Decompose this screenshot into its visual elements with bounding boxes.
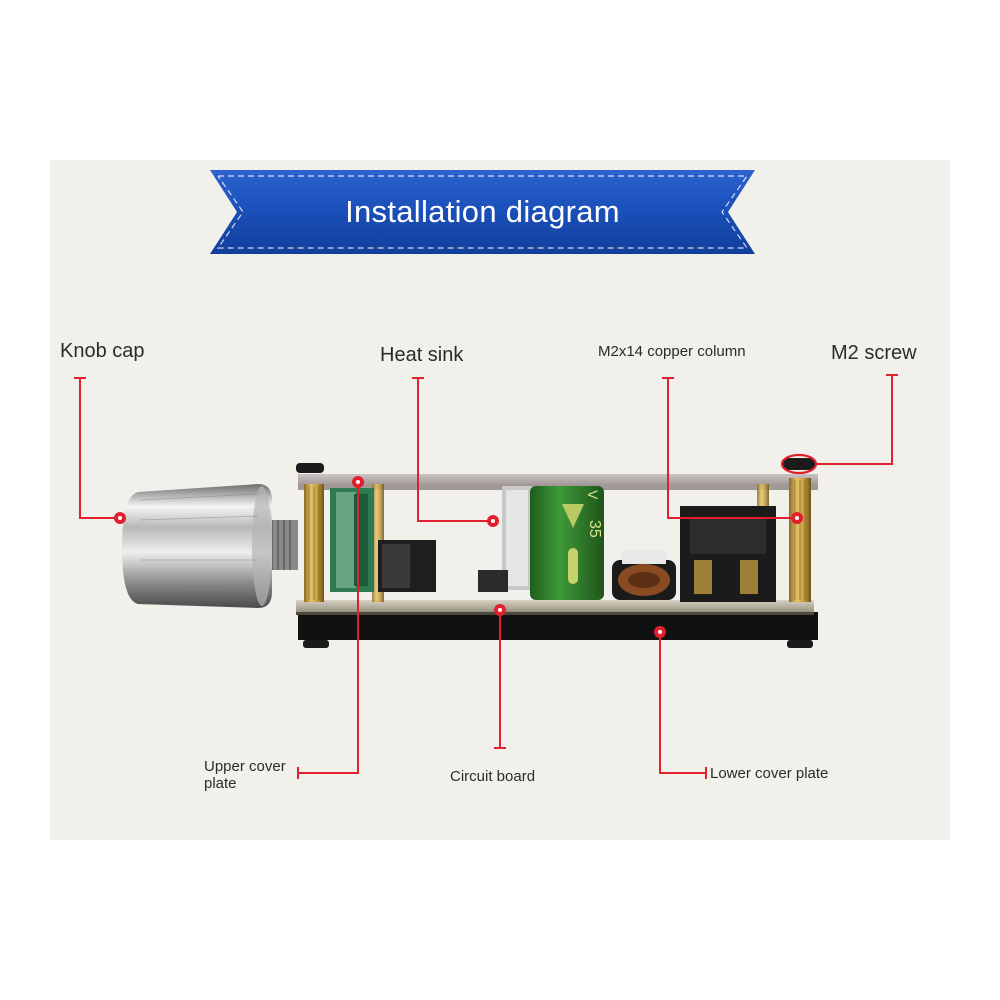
label-m2-screw: M2 screw bbox=[831, 342, 917, 364]
terminal-connector bbox=[680, 506, 776, 602]
circuit-board-edge bbox=[296, 612, 814, 615]
top-screw-left bbox=[296, 463, 324, 473]
heat-sink bbox=[478, 486, 532, 592]
upper-cover-plate bbox=[298, 474, 818, 486]
leader-lines bbox=[74, 374, 898, 779]
label-upper-cover-plate-line1: Upper cover bbox=[204, 758, 286, 775]
bottom-screw-left bbox=[303, 640, 329, 648]
leader-lower-cover-plate bbox=[659, 632, 706, 774]
title-banner-text-wrap: Installation diagram bbox=[210, 170, 755, 254]
lower-cover-plate bbox=[298, 612, 818, 640]
capacitor-rating-text: 35 bbox=[586, 520, 603, 538]
inductor bbox=[612, 550, 676, 600]
title-banner bbox=[210, 170, 755, 254]
label-m2x14-copper-column: M2x14 copper column bbox=[598, 343, 746, 360]
label-upper-cover-plate-line2: plate bbox=[204, 775, 237, 792]
leader-m2-screw bbox=[816, 375, 893, 465]
leader-heat-sink bbox=[417, 378, 493, 522]
circuit-board bbox=[296, 600, 814, 614]
knob-shaft bbox=[268, 520, 298, 570]
m2-screw bbox=[783, 458, 815, 470]
leader-copper-column bbox=[667, 378, 797, 519]
label-knob-cap: Knob cap bbox=[60, 340, 145, 362]
label-lower-cover-plate: Lower cover plate bbox=[710, 765, 829, 782]
leader-upper-cover-plate bbox=[298, 482, 359, 774]
bottom-screw-right bbox=[787, 640, 813, 648]
capacitor: 35 V bbox=[530, 486, 604, 600]
board-assembly: 35 V bbox=[122, 458, 818, 648]
m2-screw-highlight bbox=[780, 453, 818, 475]
label-heat-sink: Heat sink bbox=[380, 344, 464, 366]
label-circuit-board: Circuit board bbox=[450, 768, 536, 785]
page-title: Installation diagram bbox=[345, 194, 620, 229]
knob-cap bbox=[122, 484, 272, 608]
capacitor-polarity-mark: V bbox=[585, 490, 601, 500]
leader-knob-cap bbox=[79, 378, 120, 519]
label-upper-cover-plate: Upper cover plate bbox=[204, 758, 286, 792]
